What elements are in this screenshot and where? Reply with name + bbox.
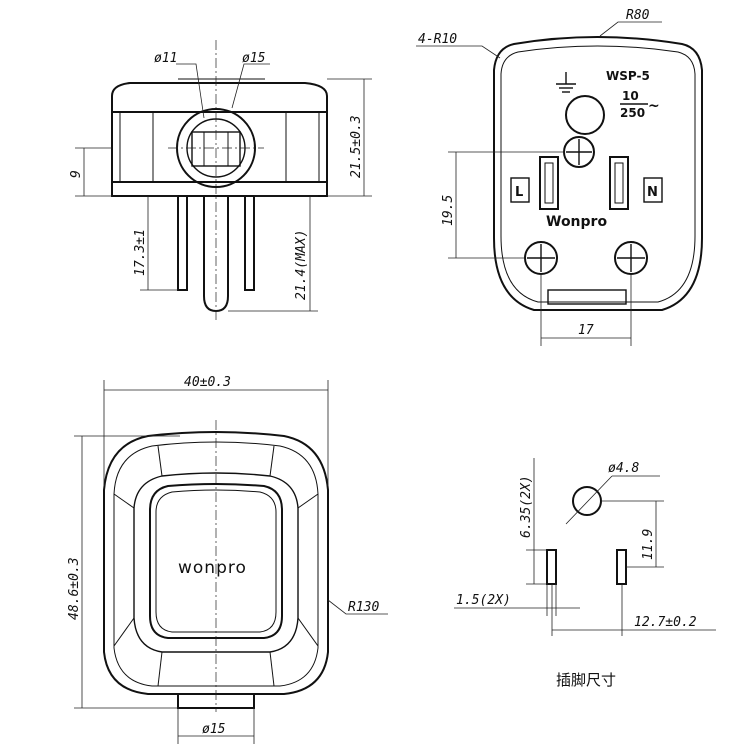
pin-spacing-label: 12.7±0.2 (634, 615, 697, 630)
leader-ground-dia (565, 475, 613, 525)
leader-dia-large (231, 63, 270, 109)
dia-small-label: ø11 (154, 51, 177, 66)
side-housing-body (111, 111, 328, 183)
live-mark: L (515, 185, 523, 200)
blade-length-label: 17.3±1 (133, 229, 148, 276)
front-outline (103, 431, 329, 695)
leader-top-radius (599, 21, 662, 37)
side-radius-label: R130 (348, 600, 379, 615)
facet-line (113, 493, 135, 509)
pin-length-label: 6.35(2X) (519, 475, 534, 538)
front-brand: wonpro (178, 558, 247, 578)
neutral-mark: N (647, 185, 658, 200)
screw-spacing-label: 17 (578, 323, 594, 338)
face-view: WSP-5 10 250 ~ L N Wonpro R80 4-R10 (416, 8, 703, 346)
front-face-panel-inner (155, 489, 277, 633)
ground-dia-label: ø4.8 (608, 461, 639, 476)
face-slot-left-inner (544, 162, 554, 204)
pin-left (546, 549, 557, 585)
face-ground-offset-label: 19.5 (441, 195, 456, 226)
height-label: 21.5±0.3 (349, 115, 364, 178)
front-face-panel (149, 483, 283, 639)
pin-view: ø4.8 6.35(2X) 11.9 1.5(2X) 12.7±0.2 插脚尺寸 (454, 458, 716, 689)
width-label: 40±0.3 (184, 375, 231, 390)
facet-line (297, 617, 319, 647)
face-bottom-tab (547, 289, 627, 305)
pin-ground-offset-label: 11.9 (641, 529, 656, 560)
facet-line (113, 617, 135, 647)
rating-volts: 250 (620, 106, 645, 120)
top-radius-label: R80 (626, 8, 650, 23)
facet-line (157, 445, 163, 477)
ground-length-label: 21.4(MAX) (294, 230, 309, 300)
face-outline (493, 36, 703, 311)
face-slot-right (609, 156, 629, 210)
corner-radius-label: 4-R10 (418, 32, 457, 47)
facet-line (269, 445, 275, 477)
face-slot-left (539, 156, 559, 210)
side-blade-right (244, 195, 255, 291)
face-slot-right-inner (614, 162, 624, 204)
facet-line (269, 651, 275, 687)
cord-dia-label: ø15 (202, 722, 226, 737)
live-mark-box (510, 177, 530, 203)
pin-caption: 插脚尺寸 (556, 671, 616, 689)
neutral-mark-box (643, 177, 663, 203)
front-outline-inner (113, 441, 319, 687)
leader-dia-small (176, 63, 205, 119)
side-housing-cap (111, 82, 328, 113)
side-base-band (111, 181, 328, 197)
side-view: ø11 ø15 21.5±0.3 9 17.3±1 21.4(MAX) (69, 40, 372, 322)
leader-side-radius (327, 599, 388, 615)
ground-icon (556, 72, 576, 93)
pin-ground-circle (572, 486, 602, 516)
ac-symbol: ~ (648, 98, 660, 114)
side-blade-left (177, 195, 188, 291)
leader-corner-radius (416, 45, 501, 59)
pin-thickness-label: 1.5(2X) (456, 593, 511, 608)
center-height-label: 9 (69, 170, 84, 178)
dia-large-label: ø15 (242, 51, 266, 66)
front-height-label: 48.6±0.3 (67, 557, 82, 620)
front-view: wonpro 40±0.3 48.6±0.3 R130 ø15 (67, 375, 388, 744)
facet-line (157, 651, 163, 687)
facet-line (297, 493, 319, 509)
rating-amps: 10 (622, 89, 639, 103)
model-label: WSP-5 (606, 69, 650, 83)
face-inner-outline (500, 45, 696, 303)
face-ground-hole (565, 95, 605, 135)
pin-right (616, 549, 627, 585)
face-brand: Wonpro (546, 214, 607, 230)
